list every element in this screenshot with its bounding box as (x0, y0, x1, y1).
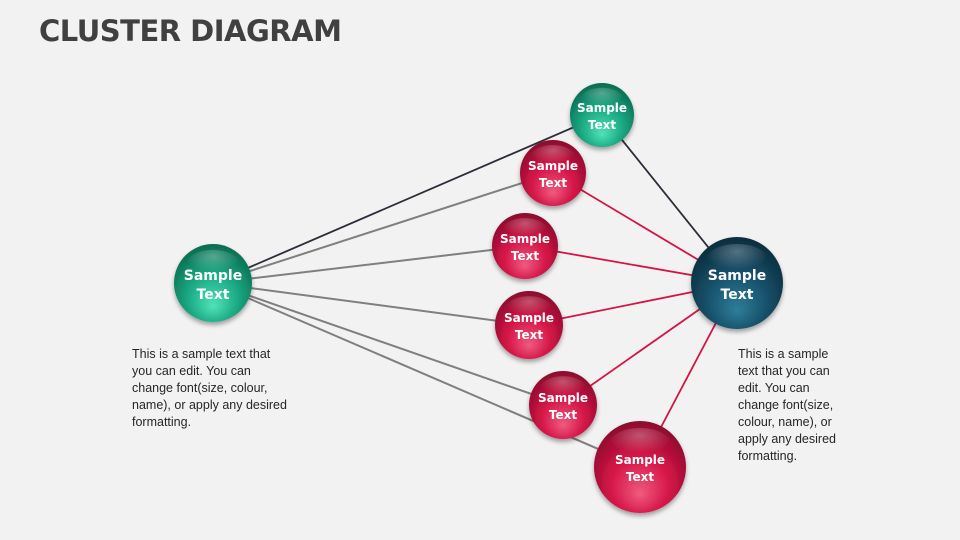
node-highlight (539, 376, 587, 404)
node-label-line2: Text (549, 408, 577, 422)
left-description: This is a sample text that you can edit.… (132, 347, 287, 429)
node-label-line1: Sample (615, 453, 665, 467)
node-label-line2: Text (721, 287, 754, 303)
edge-left-hub-to-top-green (212, 114, 603, 284)
node-highlight (501, 217, 549, 245)
node-label-line2: Text (197, 287, 230, 303)
node-label-line1: Sample (577, 101, 627, 115)
node-label-line2: Text (588, 118, 616, 132)
edge-left-hub-to-red-3 (212, 282, 530, 326)
node-label-line1: Sample (528, 159, 578, 173)
edge-left-hub-to-red-1 (212, 172, 554, 284)
node-highlight (505, 296, 553, 324)
node-label-line2: Text (539, 176, 567, 190)
node-highlight (579, 87, 625, 114)
nodes-layer: SampleTextSampleTextSampleTextSampleText… (174, 83, 783, 513)
node-label-line1: Sample (184, 268, 242, 284)
node-label-line1: Sample (500, 232, 550, 246)
node-highlight (607, 427, 673, 465)
page-title: CLUSTER DIAGRAM (39, 14, 342, 48)
node-label-line2: Text (626, 470, 654, 484)
edge-left-hub-to-red-4 (212, 282, 564, 406)
node-label-line2: Text (515, 328, 543, 342)
node-label-line1: Sample (504, 311, 554, 325)
node-label-line1: Sample (708, 268, 766, 284)
right-description: This is a sample text that you can edit.… (738, 347, 836, 463)
node-label-line1: Sample (538, 391, 588, 405)
node-highlight (529, 144, 577, 172)
node-highlight (704, 243, 770, 281)
edge-left-hub-to-red-2 (212, 245, 526, 284)
node-label-line2: Text (511, 249, 539, 263)
node-highlight (185, 249, 241, 282)
